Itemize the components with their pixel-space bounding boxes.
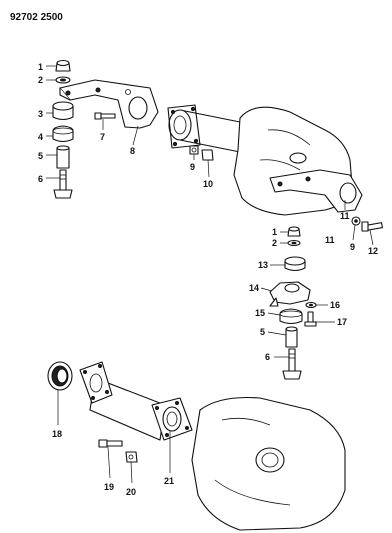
callout-11-upper: 11 — [340, 211, 350, 221]
bushing-part-3 — [52, 101, 74, 121]
callout-6-right: 6 — [265, 352, 270, 362]
callout-1-right: 1 — [272, 227, 277, 237]
bracket-part-8 — [59, 79, 159, 129]
callout-16: 16 — [330, 300, 340, 310]
seal-part-18 — [47, 361, 73, 391]
callout-19: 19 — [104, 482, 114, 492]
callout-3: 3 — [38, 109, 43, 119]
bolt-part-6-right — [282, 348, 302, 380]
washer-part-9-right — [351, 216, 361, 226]
callout-21: 21 — [164, 476, 174, 486]
flange-part-21 — [151, 397, 193, 441]
callout-6-left: 6 — [38, 174, 43, 184]
nut-part-9-upper — [189, 145, 199, 155]
callout-2-right: 2 — [272, 238, 277, 248]
callout-9-right: 9 — [350, 242, 355, 252]
callout-8: 8 — [130, 146, 135, 156]
callout-2-left: 2 — [38, 75, 43, 85]
washer-part-2-left — [55, 76, 71, 84]
sleeve-part-5-right — [285, 326, 298, 348]
sleeve-part-5-left — [56, 145, 70, 169]
nut-part-1-left — [55, 59, 71, 72]
differential-housing-lower — [191, 396, 346, 531]
bushing-part-4 — [52, 125, 74, 143]
callout-5-right: 5 — [260, 327, 265, 337]
bushing-part-13 — [284, 256, 306, 272]
nut-part-20 — [125, 451, 138, 463]
bushing-part-15 — [279, 308, 303, 325]
callout-18: 18 — [52, 429, 62, 439]
bolt-part-17 — [304, 311, 317, 327]
washer-part-16 — [305, 301, 317, 309]
bracket-part-11-upper — [269, 169, 363, 213]
callout-15: 15 — [255, 308, 265, 318]
leader-lines — [46, 65, 374, 484]
nut-part-1-right — [287, 226, 301, 237]
callout-7: 7 — [100, 132, 105, 142]
axle-tube-lower — [79, 361, 166, 441]
callout-9-upper: 9 — [190, 162, 195, 172]
bolt-part-7 — [94, 112, 116, 120]
bracket-part-14 — [269, 281, 311, 307]
bolt-part-19 — [98, 439, 123, 448]
washer-part-2-right — [287, 239, 301, 247]
callout-5-left: 5 — [38, 151, 43, 161]
callout-10: 10 — [203, 179, 213, 189]
callout-4: 4 — [38, 132, 43, 142]
callout-1-left: 1 — [38, 62, 43, 72]
bolt-part-12 — [361, 221, 383, 232]
callout-11-lower: 11 — [325, 235, 335, 245]
callout-labels: 1 2 3 4 5 6 7 8 9 10 11 11 9 12 1 2 13 1… — [38, 62, 378, 497]
bolt-part-6-left — [53, 169, 73, 199]
axle-tube-upper — [167, 104, 241, 153]
callout-14: 14 — [249, 283, 259, 293]
callout-20: 20 — [126, 487, 136, 497]
callout-12: 12 — [368, 246, 378, 256]
callout-17: 17 — [337, 317, 347, 327]
diagram-code: 92702 2500 — [10, 12, 63, 23]
nut-part-10 — [201, 149, 214, 161]
callout-13: 13 — [258, 260, 268, 270]
